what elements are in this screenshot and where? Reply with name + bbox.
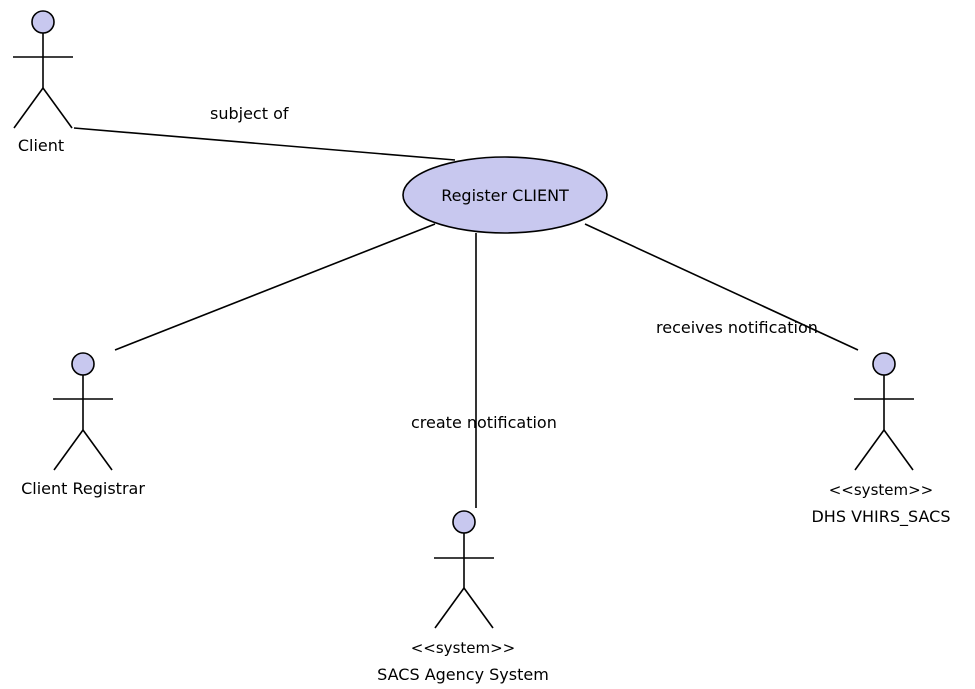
association-label-subject-of: subject of [210, 104, 289, 123]
actor-head [31, 10, 55, 34]
actor-dhs-vhirs-sacs[interactable]: <<system>> DHS VHIRS_SACS [811, 352, 951, 527]
actor-head [872, 352, 896, 376]
actor-right-leg [42, 87, 73, 129]
actor-left-leg [854, 429, 885, 471]
actor-name: DHS VHIRS_SACS [811, 507, 950, 527]
actor-sacs-agency-system[interactable]: <<system>> SACS Agency System [377, 510, 549, 684]
actor-right-leg [463, 587, 494, 629]
association-label-create-notification: create notification [411, 413, 557, 432]
actor-left-leg [53, 429, 84, 471]
actor-name: SACS Agency System [377, 665, 549, 684]
actor-head [71, 352, 95, 376]
association-dhs-vhirs[interactable] [584, 223, 859, 351]
association-client[interactable] [73, 127, 456, 161]
actor-client-registrar[interactable]: Client Registrar [21, 352, 145, 498]
actor-right-leg [82, 429, 113, 471]
actor-stereotype: <<system>> [411, 639, 516, 657]
actor-client[interactable]: Client [13, 10, 73, 155]
actor-name: Client [18, 136, 64, 155]
use-case-register-client[interactable]: Register CLIENT [402, 156, 608, 234]
actor-left-leg [434, 587, 465, 629]
use-case-label: Register CLIENT [441, 186, 569, 205]
association-label-receives-notification: receives notification [656, 318, 818, 337]
actor-head [452, 510, 476, 534]
association-client-registrar[interactable] [114, 223, 436, 351]
actor-right-leg [883, 429, 914, 471]
actor-stereotype: <<system>> [829, 481, 934, 499]
actor-left-leg [13, 87, 44, 129]
use-case-ellipse[interactable] [402, 156, 608, 234]
actor-name: Client Registrar [21, 479, 145, 498]
